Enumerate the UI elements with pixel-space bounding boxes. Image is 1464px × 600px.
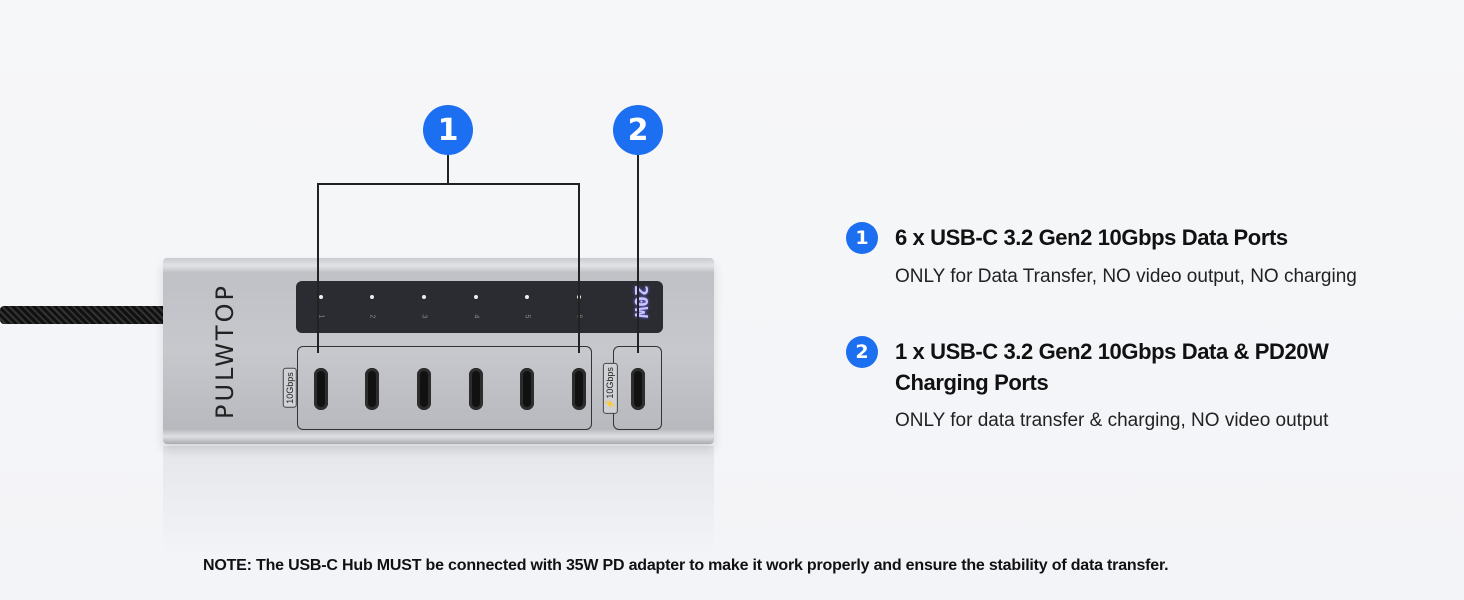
speed-charge-label: ⚡10Gbps <box>602 363 618 414</box>
callout-line <box>447 150 449 185</box>
port-number: 2 <box>368 314 376 319</box>
usb-c-port <box>572 368 586 410</box>
feature-title: 1 x USB-C 3.2 Gen2 10Gbps Data & PD20W <box>895 339 1329 364</box>
feature-badge-1: 1 <box>846 222 878 254</box>
hub-reflection <box>163 446 714 556</box>
callout-line <box>317 183 580 185</box>
port-number: 4 <box>472 314 480 319</box>
led-icon <box>422 295 426 299</box>
wattage-display: 20W <box>629 285 651 318</box>
feature-title-line2: Charging Ports <box>895 370 1049 395</box>
usb-cable <box>0 306 170 324</box>
callout-line <box>637 150 639 353</box>
feature-title: 6 x USB-C 3.2 Gen2 10Gbps Data Ports <box>895 225 1288 250</box>
usb-c-charging-port <box>631 368 645 410</box>
callout-line <box>317 183 319 353</box>
led-icon <box>474 295 478 299</box>
callout-line <box>578 183 580 353</box>
brand-logo: PULWTOP <box>211 283 239 419</box>
usb-c-port <box>314 368 328 410</box>
usb-c-port <box>365 368 379 410</box>
callout-badge-2: 2 <box>613 105 663 155</box>
feature-badge-2: 2 <box>846 336 878 368</box>
led-icon <box>370 295 374 299</box>
usb-c-port <box>469 368 483 410</box>
usb-c-port <box>417 368 431 410</box>
callout-badge-1: 1 <box>423 105 473 155</box>
led-indicator-panel: 1 2 3 4 5 6 20W <box>296 281 663 333</box>
speed-label: 10Gbps <box>282 368 297 408</box>
usb-c-port <box>520 368 534 410</box>
led-icon <box>525 295 529 299</box>
footnote: NOTE: The USB-C Hub MUST be connected wi… <box>203 557 1169 574</box>
port-number: 5 <box>523 314 531 319</box>
port-number: 3 <box>420 314 428 319</box>
feature-description: ONLY for data transfer & charging, NO vi… <box>895 410 1329 431</box>
data-ports-group <box>297 346 592 430</box>
led-icon <box>319 295 323 299</box>
feature-description: ONLY for Data Transfer, NO video output,… <box>895 266 1357 287</box>
